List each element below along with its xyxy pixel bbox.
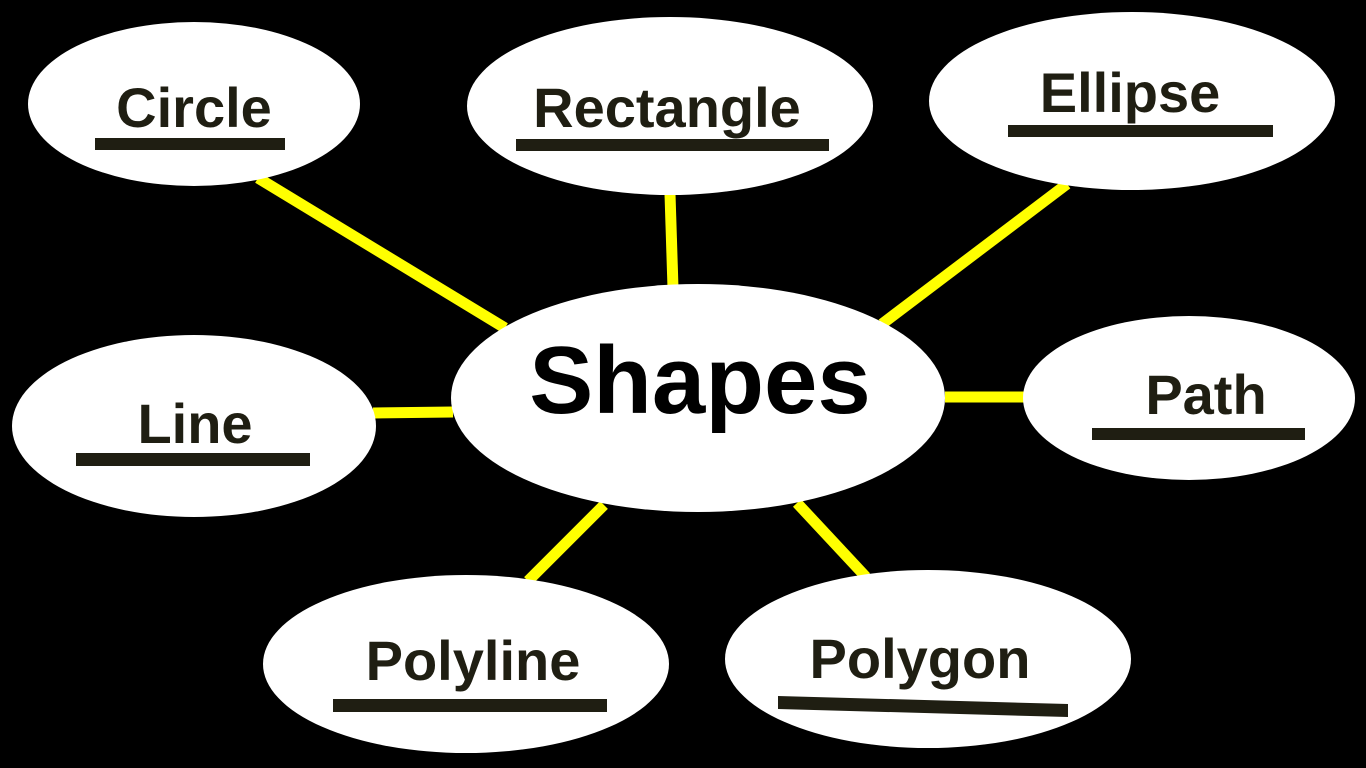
center-node[interactable]: Shapes [451,284,945,512]
node-line-label: Line [137,392,252,455]
connector-polygon [792,499,871,581]
node-rectangle-underline [516,139,829,151]
node-rectangle-label: Rectangle [533,76,801,139]
node-path-label: Path [1145,363,1266,426]
center-node-ellipse [451,284,945,512]
node-polyline-underline [333,699,607,712]
node-circle[interactable]: Circle [28,22,360,186]
node-polygon[interactable]: Polygon [725,570,1131,748]
node-polyline-label: Polyline [366,629,581,692]
node-ellipse-label: Ellipse [1040,61,1221,124]
connector-polyline [524,501,608,585]
connector-rectangle [664,193,679,289]
node-ellipse-ellipse [929,12,1335,190]
node-circle-underline [95,138,285,150]
connectors [255,173,1071,585]
node-ellipse[interactable]: Ellipse [929,12,1335,190]
center-node-label: Shapes [529,327,870,434]
node-polyline[interactable]: Polyline [263,575,669,753]
node-polygon-underline [778,696,1068,717]
node-circle-label: Circle [116,76,272,139]
connector-ellipse [878,179,1071,329]
node-ellipse-underline [1008,125,1273,137]
node-line-ellipse [12,335,376,517]
node-polygon-label: Polygon [810,627,1031,690]
node-path[interactable]: Path [1023,316,1355,480]
node-path-underline [1092,428,1305,440]
node-line-underline [76,453,310,466]
node-rectangle[interactable]: Rectangle [467,17,873,195]
node-line[interactable]: Line [12,335,376,517]
connector-circle [255,173,508,333]
connector-line [372,406,454,419]
